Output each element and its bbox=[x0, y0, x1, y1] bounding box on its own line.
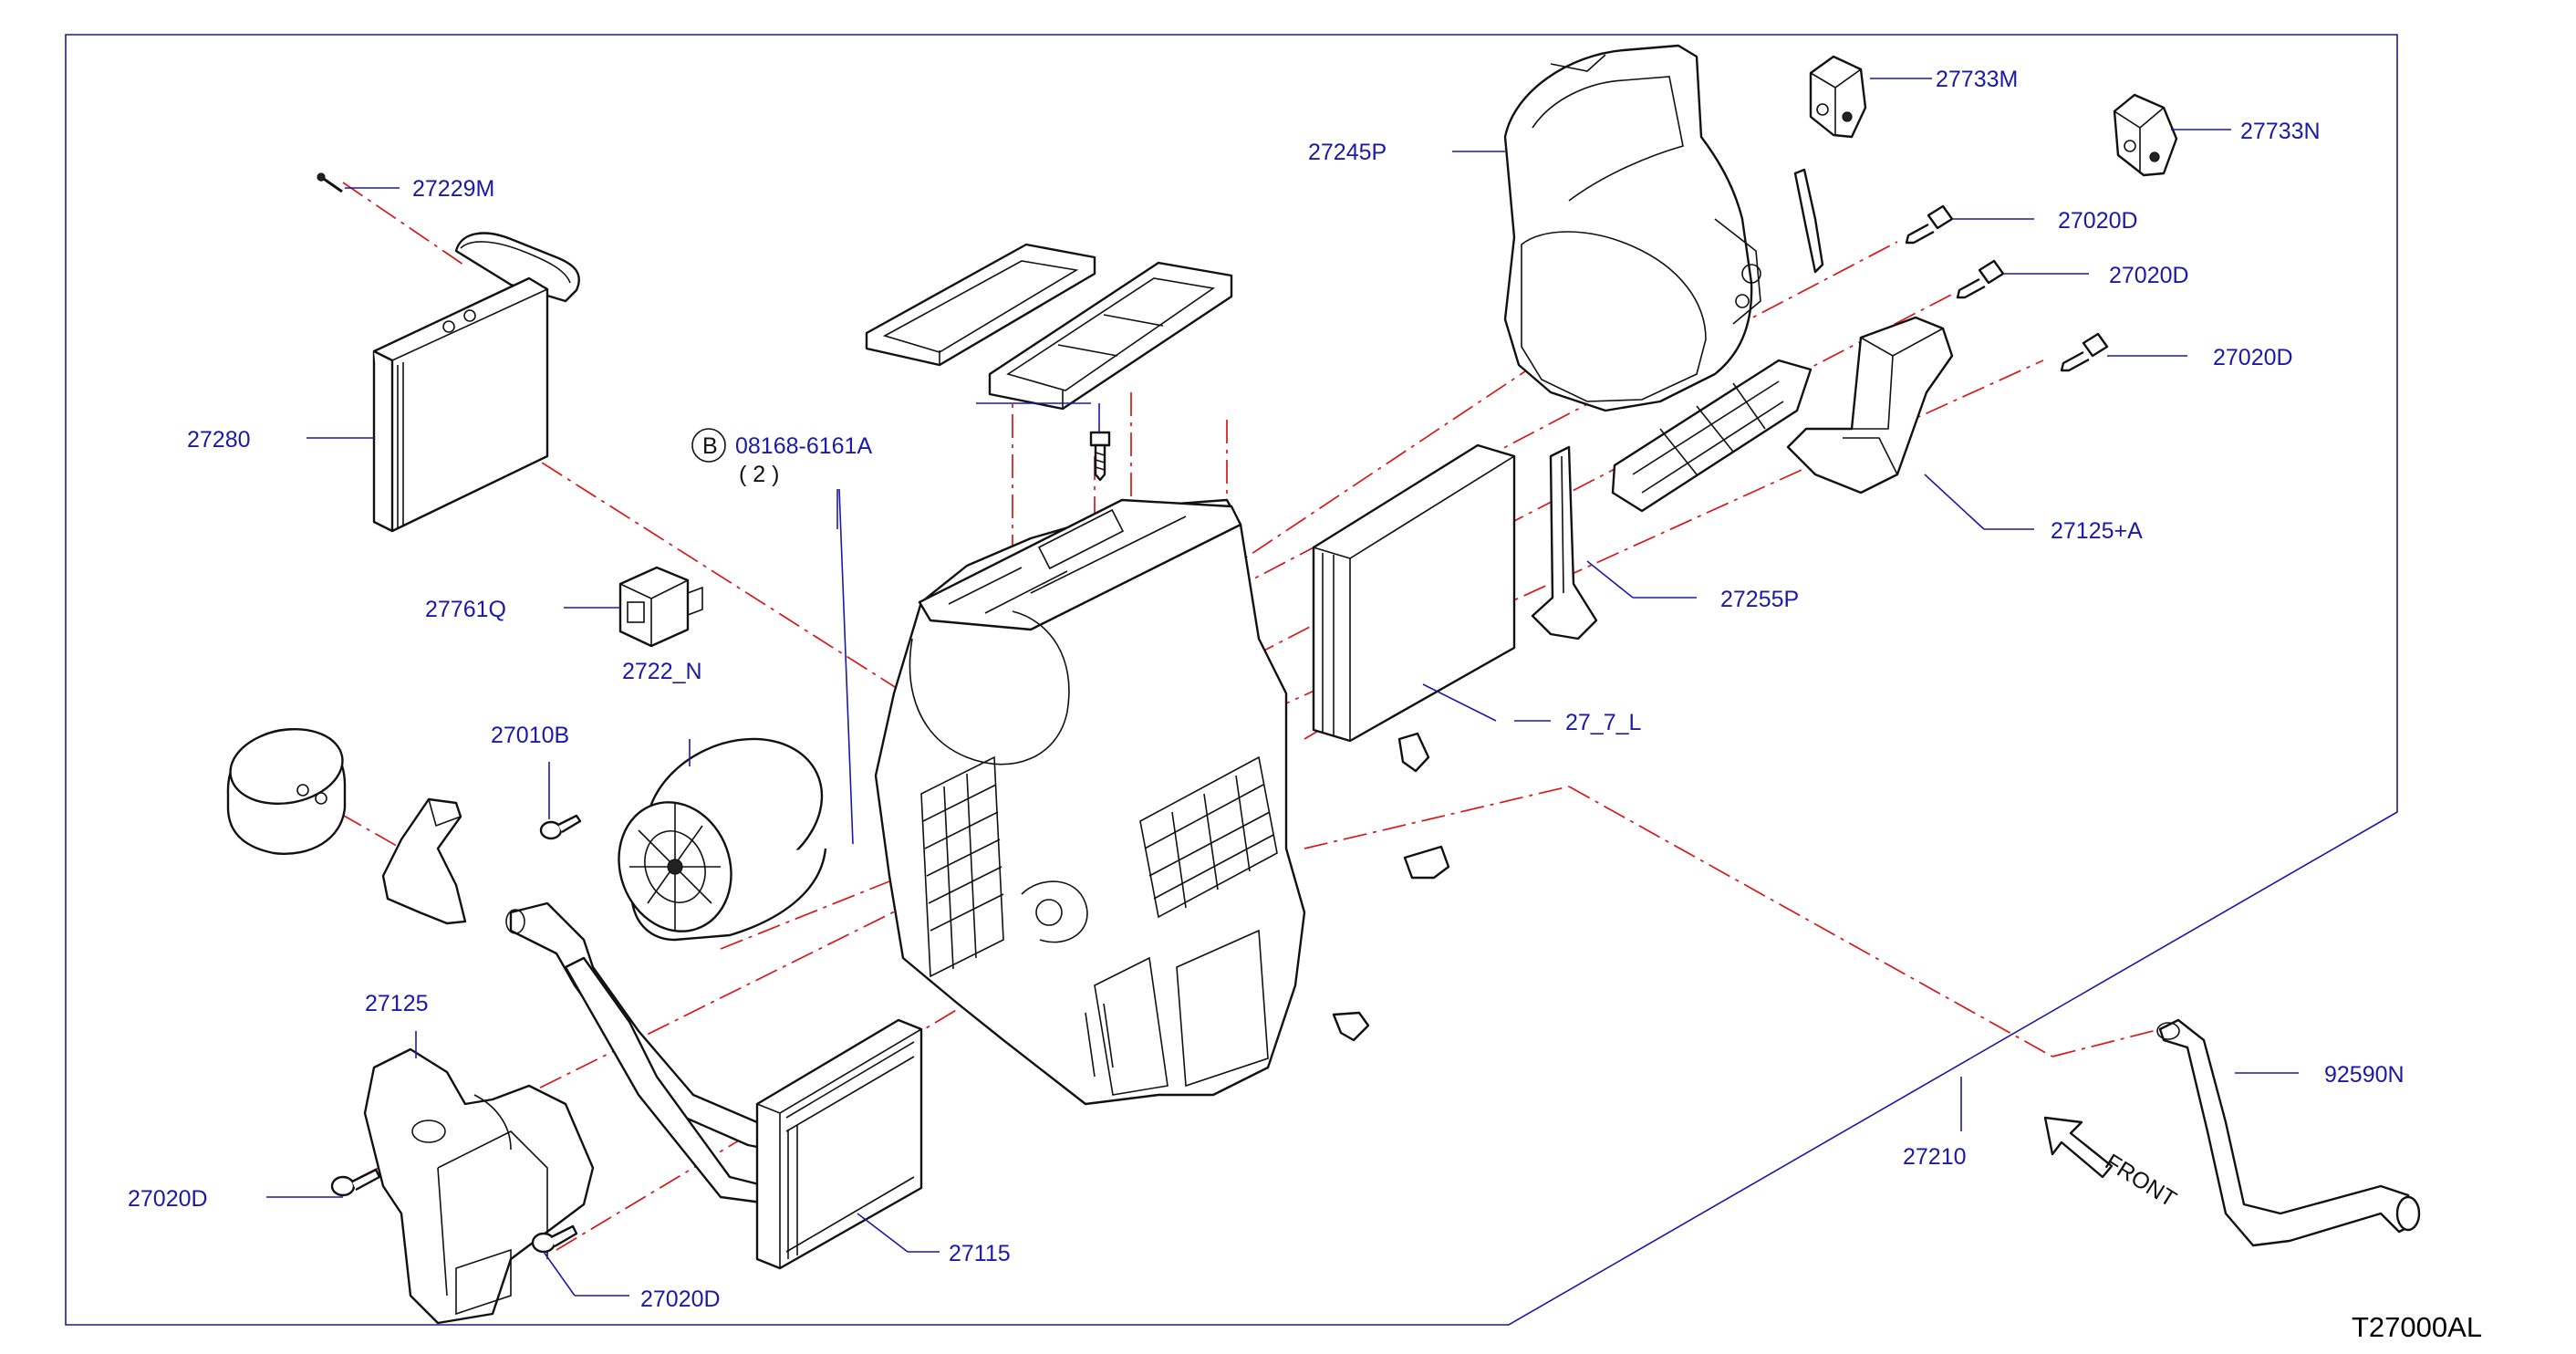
duct-cover-right-icon bbox=[1786, 316, 1954, 495]
bolt-quantity: ( 2 ) bbox=[739, 462, 779, 487]
screw-left-a-icon bbox=[330, 1168, 381, 1197]
cabin-filter-icon bbox=[1312, 443, 1516, 743]
label-08168-6161A: 08168-6161A bbox=[735, 433, 872, 459]
label-27020D-right-c: 27020D bbox=[2213, 345, 2293, 370]
blower-fan-icon bbox=[618, 737, 827, 942]
label-27020D-right-a: 27020D bbox=[2058, 208, 2138, 234]
clip-b-icon bbox=[1403, 845, 1450, 880]
label-27125: 27125 bbox=[365, 991, 429, 1016]
screw-right-a-icon bbox=[1905, 204, 1954, 245]
bolt-symbol-letter: B bbox=[702, 433, 718, 459]
front-arrow-icon bbox=[2043, 1116, 2114, 1179]
link-lever-icon bbox=[1793, 168, 1824, 274]
label-27020D-right-b: 27020D bbox=[2109, 263, 2189, 288]
bolt-symbol-circle bbox=[691, 428, 726, 463]
bracket-left-icon bbox=[381, 797, 467, 925]
label-27229M: 27229M bbox=[412, 176, 494, 202]
label-27115: 27115 bbox=[949, 1241, 1011, 1266]
blower-cap-icon bbox=[226, 727, 347, 855]
intake-duct-icon bbox=[1503, 44, 1761, 412]
label-27733N: 27733N bbox=[2240, 119, 2321, 144]
evaporator-icon bbox=[372, 232, 580, 533]
clip-c-icon bbox=[1332, 1011, 1370, 1042]
duct-cover-left-icon bbox=[363, 1047, 595, 1325]
label-27020D-left-a: 27020D bbox=[128, 1186, 208, 1212]
drain-hose-icon bbox=[2156, 1018, 2421, 1247]
label-27010B: 27010B bbox=[491, 723, 569, 748]
label-27255P: 27255P bbox=[1720, 587, 1799, 612]
label-27280: 27280 bbox=[187, 427, 251, 453]
label-27733M: 27733M bbox=[1936, 67, 2018, 92]
label-27020D-left-b: 27020D bbox=[640, 1286, 721, 1312]
label-27125A: 27125+A bbox=[2051, 518, 2143, 544]
seal-icon bbox=[1531, 445, 1598, 641]
label-27226N: 2722_N bbox=[622, 659, 702, 684]
grille-icon bbox=[1611, 359, 1813, 513]
leader-lines bbox=[266, 78, 2299, 1297]
drawing-code: T27000AL bbox=[2352, 1311, 2482, 1343]
valve-pin-icon bbox=[317, 172, 343, 193]
heater-unit-icon bbox=[874, 498, 1306, 1106]
label-27210: 27210 bbox=[1903, 1144, 1967, 1170]
label-92590N: 92590N bbox=[2324, 1062, 2405, 1088]
screw-right-b-icon bbox=[1956, 259, 2005, 299]
front-label: FRONT bbox=[2101, 1149, 2181, 1212]
filter-upper-right-icon bbox=[988, 261, 1233, 411]
label-27761Q: 27761Q bbox=[425, 597, 506, 622]
label-27245P: 27245P bbox=[1308, 140, 1387, 165]
filter-upper-left-icon bbox=[865, 243, 1096, 367]
label-27274L: 27_7_L bbox=[1565, 710, 1642, 735]
actuator-n-icon bbox=[2113, 93, 2178, 177]
bolt-icon bbox=[1089, 431, 1111, 482]
screw-right-c-icon bbox=[2060, 332, 2109, 372]
clip-a-icon bbox=[1397, 732, 1430, 773]
resistor-icon bbox=[618, 566, 703, 648]
heater-core-icon bbox=[755, 1018, 923, 1270]
actuator-m-icon bbox=[1809, 55, 1867, 139]
frame-boundary bbox=[65, 34, 2398, 1326]
screw-27010b-icon bbox=[539, 814, 582, 840]
